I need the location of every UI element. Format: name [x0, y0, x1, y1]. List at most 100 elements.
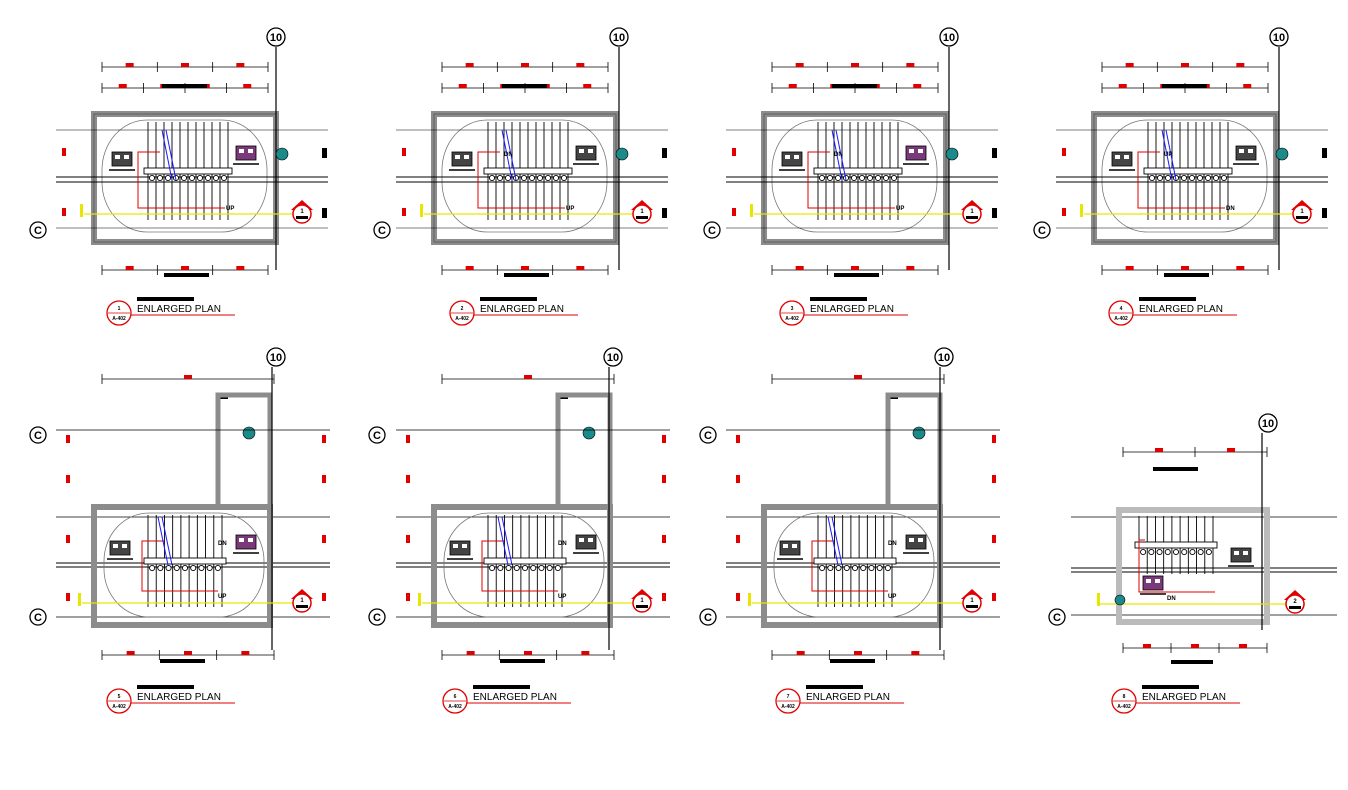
- plan-5-handrail: [143, 557, 227, 565]
- plan-6-baluster: [538, 564, 545, 572]
- plan-1-baluster: [180, 174, 188, 182]
- plan-4-baluster: [1164, 174, 1172, 182]
- plan-5-side-tag: [322, 435, 326, 443]
- plan-4-top-bar: [1162, 84, 1207, 88]
- plan-1-stair-label: UP: [226, 206, 234, 212]
- plan-2-bot-bar: [504, 273, 549, 277]
- plan-5-wall: [91, 504, 273, 628]
- plan-3-baluster: [818, 174, 826, 182]
- plan-1-walk-line: [137, 151, 225, 209]
- plan-6-side-tag: [662, 593, 666, 601]
- plan-8-walk-line: [1138, 539, 1215, 593]
- plan-2-bot-dim-tag: [521, 266, 529, 270]
- plan-4-baluster: [1212, 174, 1220, 182]
- plan-7-b-equipment-detail: [909, 538, 914, 542]
- plan-5-stair-label: DN: [218, 541, 227, 547]
- plan-7-row-bubble-2: [699, 608, 717, 626]
- plan-4-section-tag-label: 1: [1300, 209, 1304, 215]
- plan-1-baluster: [204, 174, 212, 182]
- plan-1-top1-dim-tag: [236, 63, 245, 67]
- plan-7-break-line: [831, 516, 843, 566]
- plan-4-walk-line: [1137, 151, 1225, 209]
- plan-6-yellow-mark: [418, 593, 421, 606]
- plan-4-baluster: [1188, 174, 1196, 182]
- title-bar: [1142, 685, 1199, 689]
- plan-7-baluster: [876, 564, 883, 572]
- plan-8-baluster: [1156, 548, 1163, 556]
- plan-4-row-bubble: [1033, 221, 1051, 239]
- plan-7-side-tag: [992, 435, 996, 443]
- plan-8-bot-dim-tag: [1143, 644, 1151, 648]
- plan-1-baluster: [196, 174, 204, 182]
- plan-6-side-tag: [406, 475, 410, 483]
- plan-4-stair-label: DN: [1226, 206, 1235, 212]
- plan-7-side-tag: [736, 475, 740, 483]
- plan-7-side-tag: [736, 535, 740, 543]
- plan-2-side-block: [662, 148, 667, 158]
- plan-5-baluster: [198, 564, 205, 572]
- plan-4-break-line: [1165, 129, 1177, 181]
- plan-2-section-tag-bar: [636, 216, 648, 219]
- plan-2-top-bar: [502, 84, 547, 88]
- plan-7-column-bubble-label: 10: [938, 352, 950, 364]
- plan-8-baluster: [1189, 548, 1196, 556]
- plan-3-bot-dim-tag: [906, 266, 915, 270]
- plan-8-a-equipment-detail: [1155, 579, 1160, 583]
- plan-4-top2-dim-tag: [1118, 84, 1127, 88]
- plan-8-baluster: [1172, 548, 1180, 556]
- plan-3-a-equipment-detail: [785, 155, 790, 159]
- plan-6-top1-dim-tag: [524, 375, 532, 379]
- plan-1-a-equipment-detail: [115, 155, 120, 159]
- plan-8-baluster: [1148, 548, 1155, 556]
- plan-5-bot-dim-tag: [126, 651, 135, 655]
- plan-6-bot-dim-tag: [581, 651, 590, 655]
- plan-6-stair-label: DN: [558, 541, 567, 547]
- plan-4-section-tag-bar: [1296, 216, 1308, 219]
- plan-8-handrail: [1134, 541, 1218, 549]
- plan-6-side-tag: [662, 535, 666, 543]
- plan-2-baluster: [552, 174, 560, 182]
- plan-5-side-tag: [322, 593, 326, 601]
- plan-number: 2: [461, 306, 464, 312]
- plan-4-baluster: [1204, 174, 1212, 182]
- plan-1-bot-dim-tag: [181, 266, 189, 270]
- plan-7-section-tag-label: 1: [970, 598, 974, 604]
- plan-4-yellow-mark: [1080, 204, 1083, 217]
- plan-6-baluster: [530, 564, 537, 572]
- plan-2-top1-dim-tag: [576, 63, 585, 67]
- plan-2-row-bubble-label: C: [378, 225, 386, 237]
- plan-5-b-equipment-detail: [239, 538, 244, 542]
- plan-4-baluster: [1196, 174, 1204, 182]
- plan-8-yellow-mark: [1097, 593, 1100, 606]
- plan-2-a-equipment-detail: [464, 155, 469, 159]
- plan-7-baluster: [884, 564, 891, 572]
- title-bar: [137, 297, 194, 301]
- plan-2-break-line: [505, 129, 517, 181]
- plan-5-bot-bar: [160, 659, 205, 663]
- plan-5-side-tag: [66, 435, 70, 443]
- plan-number: 4: [1120, 306, 1123, 312]
- plan-6-baluster: [546, 564, 553, 572]
- plan-1-baluster: [156, 174, 164, 182]
- plan-1-b-equipment-detail: [239, 149, 244, 153]
- plan-5-baluster: [165, 564, 172, 572]
- title-bar: [137, 685, 194, 689]
- plan-5-side-tag: [322, 475, 326, 483]
- plan-5-side-tag: [322, 535, 326, 543]
- plan-8-top1-dim-tag: [1227, 448, 1235, 452]
- plan-5-baluster: [214, 564, 221, 572]
- plan-3-baluster: [834, 174, 842, 182]
- plan-5-section-tag-label: 1: [300, 598, 304, 604]
- plan-2-wall-edge: [433, 113, 617, 243]
- plan-8-row-bubble-label: C: [1053, 612, 1061, 624]
- sheet-reference: A-402: [1114, 316, 1128, 322]
- plan-4-baluster: [1180, 174, 1188, 182]
- plan-2-top2-dim-tag: [458, 84, 467, 88]
- plan-1-fixture-icon: [275, 147, 289, 161]
- plan-3-top1-dim-tag: [906, 63, 915, 67]
- sheet-reference: A-402: [781, 704, 795, 710]
- plan-5-b-equipment-detail: [248, 538, 253, 542]
